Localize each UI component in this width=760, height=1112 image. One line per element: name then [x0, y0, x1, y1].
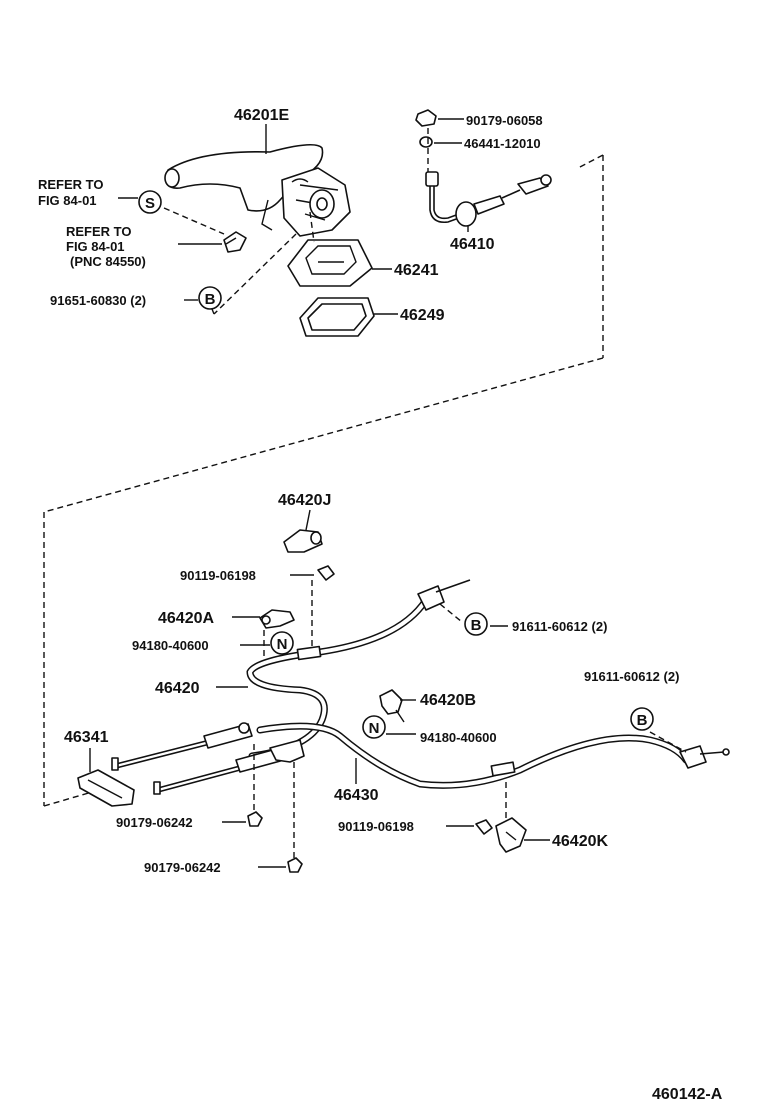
figure-id: 460142-A	[652, 1086, 723, 1103]
svg-text:B: B	[205, 291, 216, 308]
clamp-46420j	[283, 529, 323, 553]
label-bolt-k: 90119-06198	[338, 819, 414, 834]
equalizer-rods	[111, 722, 305, 795]
label-clamp-a: 46420A	[158, 610, 214, 627]
svg-text:B: B	[637, 712, 648, 729]
callout-b-top: B	[198, 286, 222, 310]
lever-bolt	[223, 231, 247, 253]
label-cable-left: 46420	[155, 680, 200, 697]
label-bolt-b-right2: 91611-60612 (2)	[584, 669, 679, 684]
svg-text:B: B	[471, 617, 482, 634]
svg-text:S: S	[145, 195, 155, 212]
label-refer2-line1: REFER TO	[66, 224, 132, 239]
clamp-46420k	[495, 817, 527, 853]
dashed-region-outline	[43, 154, 604, 807]
boot-ring	[299, 297, 375, 337]
svg-text:N: N	[277, 636, 288, 653]
bolt-k	[475, 819, 493, 835]
bolt-j	[317, 565, 335, 581]
callout-b-mid: B	[464, 612, 488, 636]
label-bolt-j: 90119-06198	[180, 568, 256, 583]
label-bolt-b-top: 91651-60830 (2)	[50, 293, 146, 308]
label-front-cable: 46410	[450, 236, 495, 253]
label-lever: 46201E	[234, 107, 289, 124]
cable-46430	[256, 722, 730, 789]
nut-bottom-2	[287, 857, 303, 873]
label-nut-top: 90179-06058	[466, 113, 543, 128]
parking-brake-lever	[164, 144, 351, 237]
top-washer	[419, 136, 433, 148]
top-nut	[415, 109, 437, 127]
label-boot: 46249	[400, 307, 445, 324]
label-cover: 46241	[394, 262, 439, 279]
label-nut-n-b: 94180-40600	[420, 730, 497, 745]
label-refer1-line1: REFER TO	[38, 177, 104, 192]
callout-b-right: B	[630, 707, 654, 731]
label-nut-n-a: 94180-40600	[132, 638, 209, 653]
leader-lines	[89, 118, 687, 868]
label-nut-bottom2: 90179-06242	[144, 860, 221, 875]
callout-n-a: N	[270, 631, 294, 655]
nut-bottom-1	[247, 811, 263, 827]
callout-s: S	[138, 190, 162, 214]
upper-leader-dashes	[163, 207, 315, 315]
console-cover	[287, 239, 373, 287]
label-bolt-b-right1: 91611-60612 (2)	[512, 619, 607, 634]
label-refer1-line2: FIG 84-01	[38, 193, 97, 208]
label-refer2-line3: (PNC 84550)	[70, 254, 146, 269]
front-cable	[425, 171, 552, 227]
label-clamp-j: 46420J	[278, 492, 331, 509]
clamp-46420a	[259, 609, 295, 629]
label-equalizer: 46341	[64, 729, 109, 746]
label-cable-right: 46430	[334, 787, 379, 804]
clamp-46420b	[379, 689, 405, 723]
label-clamp-k: 46420K	[552, 833, 608, 850]
equalizer-46341	[77, 769, 135, 807]
label-washer-top: 46441-12010	[464, 136, 541, 151]
label-refer2-line2: FIG 84-01	[66, 239, 125, 254]
svg-text:N: N	[369, 720, 380, 737]
callout-n-b: N	[362, 715, 386, 739]
label-nut-bottom1: 90179-06242	[116, 815, 193, 830]
label-clamp-b-part: 46420B	[420, 692, 476, 709]
